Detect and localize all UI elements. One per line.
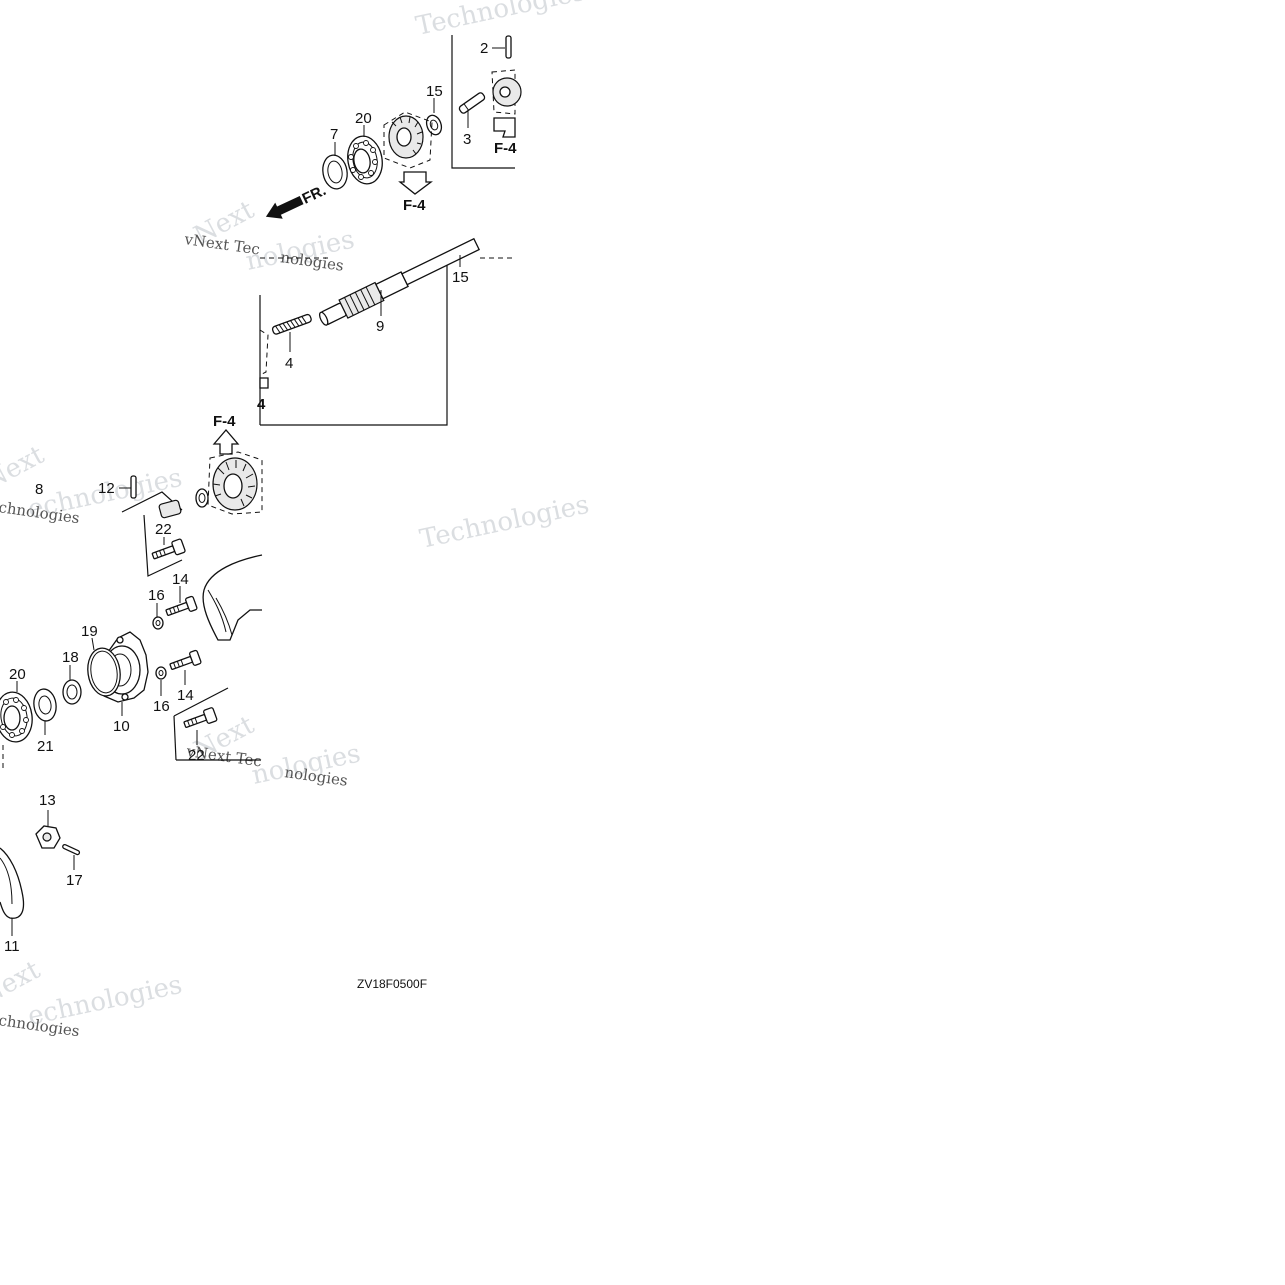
label-part-20-top: 20 xyxy=(355,110,372,127)
label-part-4: 4 xyxy=(285,355,293,372)
label-part-16-upper: 16 xyxy=(148,587,165,604)
shaft-assembly: 9 15 4 4 xyxy=(257,237,515,426)
middle-gear-area: F-4 12 8 22 xyxy=(35,413,263,577)
label-part-12: 12 xyxy=(98,480,115,497)
label-part-18: 18 xyxy=(62,649,79,666)
leader-19 xyxy=(91,637,95,651)
part-2-pin-icon xyxy=(505,35,512,59)
part-9-shaft-icon xyxy=(318,237,480,326)
part-22-bolt-lower-icon xyxy=(183,707,218,728)
label-f4-mid: F-4 xyxy=(213,413,236,430)
gear-outline-topright xyxy=(491,69,516,115)
label-part-17: 17 xyxy=(66,872,83,889)
label-part-15-shaft: 15 xyxy=(452,269,469,286)
label-part-11: 11 xyxy=(4,938,20,955)
part-16-washer-lower-icon xyxy=(155,666,167,680)
label-part-2: 2 xyxy=(480,40,488,57)
label-part-7: 7 xyxy=(330,126,338,143)
part-19-oring-icon xyxy=(87,647,121,697)
propeller-housing-assembly: 14 16 10 19 18 21 xyxy=(0,554,263,770)
part-3-pin-icon xyxy=(458,92,486,114)
label-part-22-lower: 22 xyxy=(188,747,205,764)
label-part-10: 10 xyxy=(113,718,130,735)
label-part-9: 9 xyxy=(376,318,384,335)
label-fr: FR. xyxy=(300,182,329,208)
part-17-cotter-pin-icon xyxy=(62,843,81,856)
watermark-technologies-top: Technologies xyxy=(413,0,588,42)
label-part-14-upper: 14 xyxy=(172,571,189,588)
label-part-16-lower: 16 xyxy=(153,698,170,715)
diagram-code: ZV18F0500F xyxy=(357,977,427,991)
top-right-box xyxy=(451,35,515,169)
part-21-washer-icon xyxy=(33,688,57,722)
gear-outline-mid xyxy=(207,451,263,515)
label-part-14-lower: 14 xyxy=(177,687,194,704)
label-part-15-top: 15 xyxy=(426,83,443,100)
arrow-f4-topright-icon xyxy=(493,117,516,138)
top-assembly: 2 3 F-4 15 xyxy=(265,35,522,219)
part-15-washer-icon xyxy=(425,114,443,136)
propeller-nut-assembly: 13 17 11 xyxy=(0,792,83,955)
label-f4-top: F-4 xyxy=(403,197,426,214)
washer-mid-icon xyxy=(195,488,209,508)
gear-outline-top xyxy=(383,111,433,169)
label-part-13: 13 xyxy=(39,792,56,809)
label-part-21: 21 xyxy=(37,738,54,755)
part-22-bolt-upper-icon xyxy=(151,538,186,560)
label-part-3: 3 xyxy=(463,131,471,148)
propeller-blade-icon xyxy=(202,554,263,641)
part-16-washer-upper-icon xyxy=(152,616,164,630)
watermark-technologies-mid: Technologies xyxy=(417,490,592,555)
part-14-bolt-lower-icon xyxy=(169,649,202,670)
label-part-8: 8 xyxy=(35,481,43,498)
part-4-spring-icon xyxy=(271,313,312,335)
part-12-pin-icon xyxy=(130,475,137,499)
part-11-propeller-icon xyxy=(0,847,25,919)
label-part-22-upper: 22 xyxy=(155,521,172,538)
label-f4-topright: F-4 xyxy=(494,140,517,157)
part-14-bolt-upper-icon xyxy=(165,595,198,616)
arrow-f4-mid-icon xyxy=(212,429,240,455)
fr-arrow-icon: FR. xyxy=(265,182,329,219)
part-18-seal-icon xyxy=(62,679,82,705)
label-part-19: 19 xyxy=(81,623,98,640)
shaft-box xyxy=(260,258,448,426)
label-f4-shaft-partial: 4 xyxy=(257,396,266,413)
arrow-f4-top-icon xyxy=(398,171,433,195)
label-part-20-lower: 20 xyxy=(9,666,26,683)
part-7-seal-icon xyxy=(322,154,348,190)
stud-icon xyxy=(158,499,182,519)
